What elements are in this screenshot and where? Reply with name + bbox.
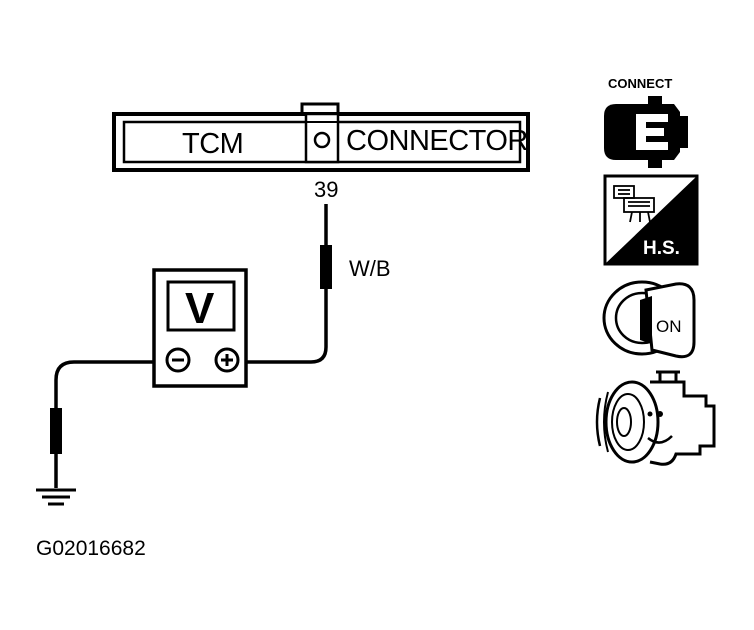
pin-number-label: 39 — [314, 177, 338, 202]
connector-right-label: CONNECTOR — [346, 125, 528, 157]
harness-side-label: H.S. — [643, 238, 680, 259]
ignition-on-icon: ON — [602, 280, 696, 359]
harness-side-icon: H.S. — [603, 174, 699, 266]
voltmeter-symbol: V — [185, 284, 215, 333]
connect-label: CONNECT — [608, 76, 672, 91]
ground-wire-marker — [50, 408, 62, 454]
voltmeter-positive-terminal — [214, 347, 240, 373]
voltmeter-negative-terminal — [165, 347, 191, 373]
connector-left-label: TCM — [182, 128, 243, 160]
voltmeter-icon: V — [152, 268, 248, 388]
figure-id: G02016682 — [36, 537, 146, 560]
connector-connected-icon: CONNECT — [604, 76, 688, 168]
wire-color-label: W/B — [349, 256, 391, 281]
voltmeter-display — [166, 280, 236, 332]
ignition-label: ON — [656, 317, 682, 336]
engine-running-icon — [595, 370, 716, 466]
ground-symbol-icon — [36, 488, 76, 506]
test-wiring — [50, 204, 332, 488]
wire-marker — [320, 245, 332, 289]
connector-pin-39 — [313, 131, 331, 149]
tcm-connector: TCM CONNECTOR — [112, 102, 530, 172]
